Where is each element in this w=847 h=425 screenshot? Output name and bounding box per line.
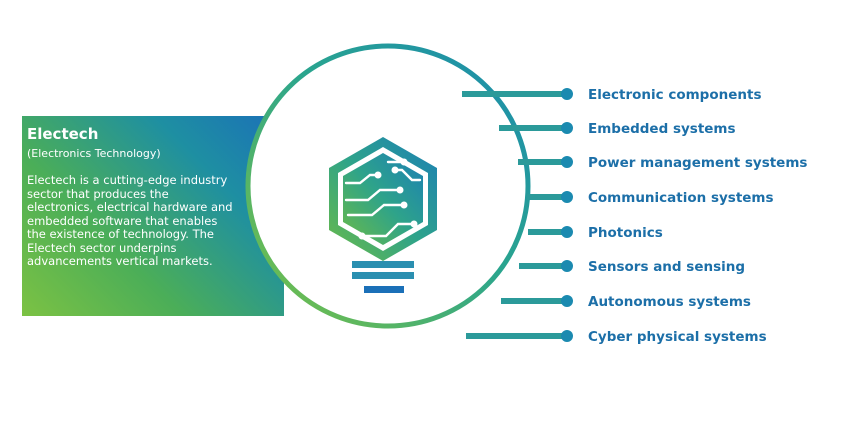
label-electronic-components: Electronic components [588,87,762,103]
label-cyber-physical-systems: Cyber physical systems [588,329,767,345]
connector-dot [561,260,573,272]
circuit-lightbulb-icon [329,137,437,293]
label-sensors-and-sensing: Sensors and sensing [588,259,746,275]
connector-lines [462,91,566,339]
electech-description-panel: Electech (Electronics Technology) Electe… [22,116,284,316]
panel-title: Electech [27,125,99,143]
label-communication-systems: Communication systems [588,190,774,206]
label-power-management-systems: Power management systems [588,155,808,171]
connector-dot [561,88,573,100]
connector-dot [561,295,573,307]
center-ring [245,43,531,329]
connector-dot [561,330,573,342]
panel-subtitle: (Electronics Technology) [27,147,161,160]
label-embedded-systems: Embedded systems [588,121,736,137]
label-photonics: Photonics [588,225,663,241]
connector-dot [561,226,573,238]
connector-dot [561,156,573,168]
label-autonomous-systems: Autonomous systems [588,294,751,310]
connector-dots [561,88,573,342]
connector-dot [561,191,573,203]
panel-description: Electech is a cutting-edge industry sect… [27,173,233,268]
connector-dot [561,122,573,134]
